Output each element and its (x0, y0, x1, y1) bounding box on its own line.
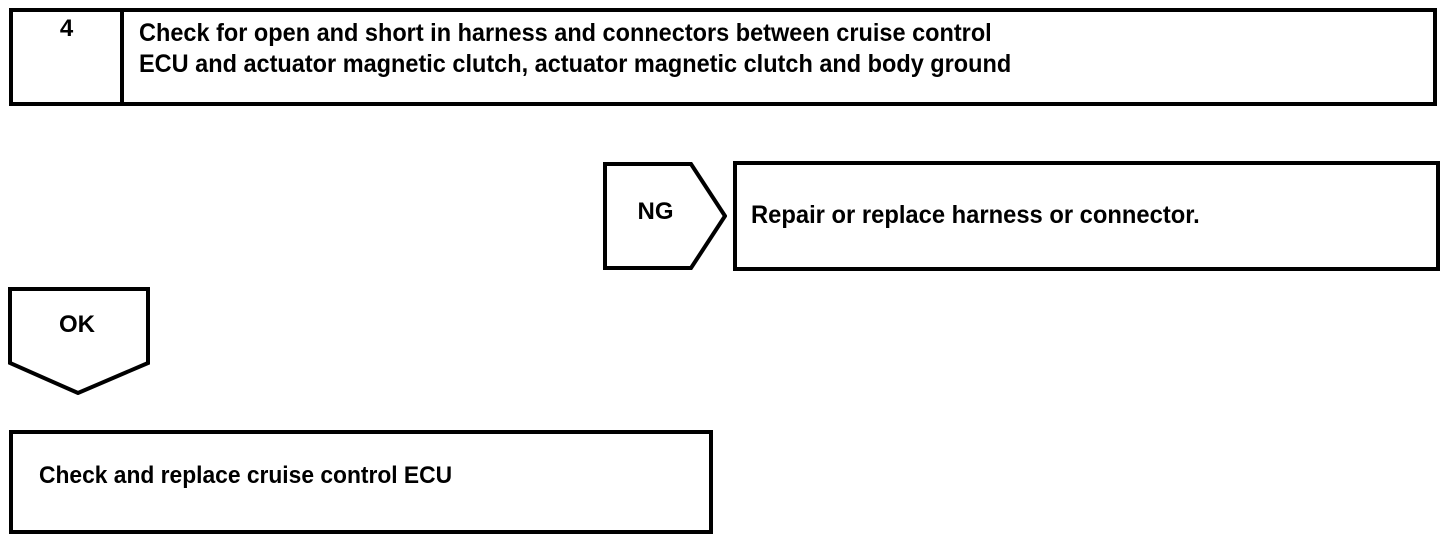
ok-result-box: Check and replace cruise control ECU (9, 430, 713, 534)
step-instruction-line-1: Check for open and short in harness and … (139, 19, 992, 47)
step-number-cell: 4 (13, 12, 124, 102)
step-check-box: 4 Check for open and short in harness an… (9, 8, 1437, 106)
ok-branch-label: OK (59, 311, 95, 338)
ng-result-text: Repair or replace harness or connector. (751, 201, 1200, 229)
ok-arrow-shape (8, 287, 150, 395)
step-instruction-text: Check for open and short in harness and … (139, 18, 1348, 80)
ng-arrow-icon (603, 162, 727, 270)
ok-arrow-icon (8, 287, 150, 395)
ok-result-text: Check and replace cruise control ECU (39, 462, 453, 489)
ng-result-box: Repair or replace harness or connector. (733, 161, 1440, 271)
step-number: 4 (59, 15, 74, 42)
ng-arrow-shape (603, 162, 727, 270)
ng-branch-label: NG (637, 198, 674, 225)
step-instruction-line-2: ECU and actuator magnetic clutch, actuat… (139, 50, 1012, 78)
